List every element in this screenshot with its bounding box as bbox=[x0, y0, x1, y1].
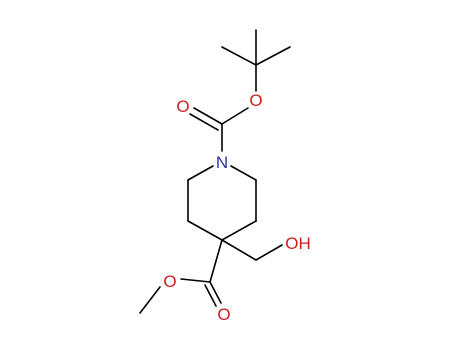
methyl-ester-group bbox=[139, 239, 223, 314]
bond-o-methyl bbox=[139, 286, 161, 314]
bond-ester-double-a bbox=[209, 281, 222, 304]
bond-ester-c-o bbox=[180, 278, 211, 283]
bond-tbu-left bbox=[221, 46, 257, 66]
bond-carbonyl-double-b bbox=[189, 113, 219, 131]
bond-c4-ch2 bbox=[221, 239, 257, 261]
nitrogen-label: N bbox=[216, 153, 228, 172]
oxygen-label-boc-carbonyl: O bbox=[176, 97, 189, 116]
oxygen-label-ester-ether: O bbox=[163, 272, 176, 291]
bond-ring-n-c6 bbox=[230, 165, 257, 181]
bond-carbonyl-double-a bbox=[193, 107, 223, 125]
hydroxymethyl-group bbox=[221, 239, 283, 261]
bond-ester-double-b bbox=[204, 284, 217, 307]
bond-ch2-oh bbox=[255, 244, 283, 261]
bond-ring-n-c2 bbox=[187, 165, 214, 181]
tert-butyl-group bbox=[221, 29, 291, 92]
boc-carbonyl-group bbox=[189, 107, 249, 152]
bond-tbu-right bbox=[255, 46, 291, 66]
oxygen-label-ester-carbonyl: O bbox=[217, 305, 230, 324]
hydroxyl-label: OH bbox=[285, 234, 311, 253]
bond-o-carbonyl-c bbox=[221, 107, 249, 125]
bond-c4-ester-c bbox=[209, 239, 223, 283]
oxygen-label-boc-ether: O bbox=[249, 91, 262, 110]
bond-ring-c5-c4 bbox=[221, 220, 257, 241]
piperidine-ring bbox=[187, 165, 257, 241]
bond-ring-c3-c4 bbox=[187, 220, 223, 241]
